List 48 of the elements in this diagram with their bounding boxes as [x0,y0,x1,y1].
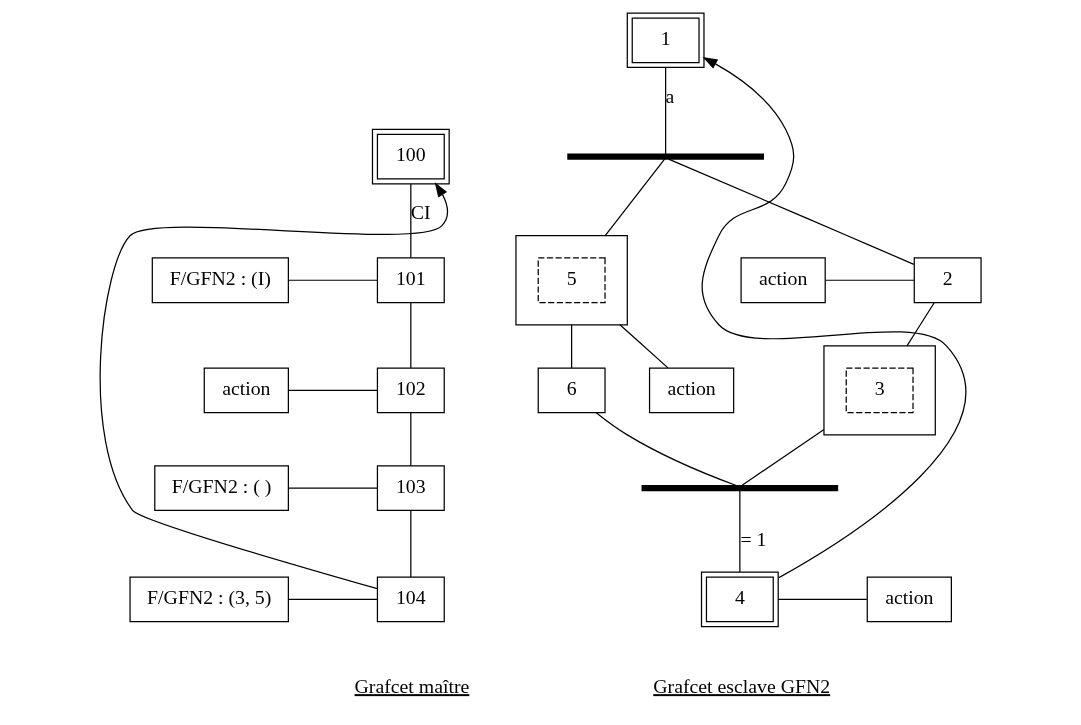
connector [665,67,667,155]
node-box: action [648,367,735,414]
connector [288,598,378,600]
node-box: 1 [626,12,705,69]
node-box: 2 [913,257,982,304]
connector [906,302,935,347]
edge-label: a [665,85,675,108]
edge-label: = 1 [740,527,767,550]
connector [595,412,737,487]
node-box: F/GFN2 : ( ) [154,465,289,511]
label: Grafcet esclave GFN2 [653,675,831,698]
arrow [701,57,967,579]
connector [287,487,378,489]
label: Grafcet maître [354,675,470,698]
connector [571,324,573,369]
node-bar [567,153,764,160]
edge-label: CI [410,201,431,224]
node-bar [641,484,839,492]
connector [604,158,666,237]
connector [287,389,378,391]
node-box: 100 [371,128,450,185]
connector [824,279,915,281]
node-box: 4 [700,571,779,628]
connector [410,183,412,259]
node-box: F/GFN2 : (3, 5) [129,576,289,623]
node-box: action [866,576,952,623]
cluster [823,345,936,436]
node-box: 104 [376,576,445,623]
node-box: action [740,257,826,304]
node-box: 102 [376,367,445,414]
cluster [515,235,628,326]
connector [741,428,825,486]
node-box: 103 [376,465,445,511]
connector [287,279,378,281]
connector [668,158,915,265]
node-box: action [203,367,289,414]
connector [410,302,412,369]
node-box: 101 [376,257,445,304]
connector [739,490,741,573]
connector [619,324,669,369]
node-box: 3 [845,367,914,414]
node-box: 6 [537,367,606,414]
arrow [99,182,449,590]
connector [777,598,868,600]
node-box: 5 [537,257,606,304]
connector [410,510,412,578]
node-box: F/GFN2 : (I) [151,257,289,304]
connector [410,412,412,467]
